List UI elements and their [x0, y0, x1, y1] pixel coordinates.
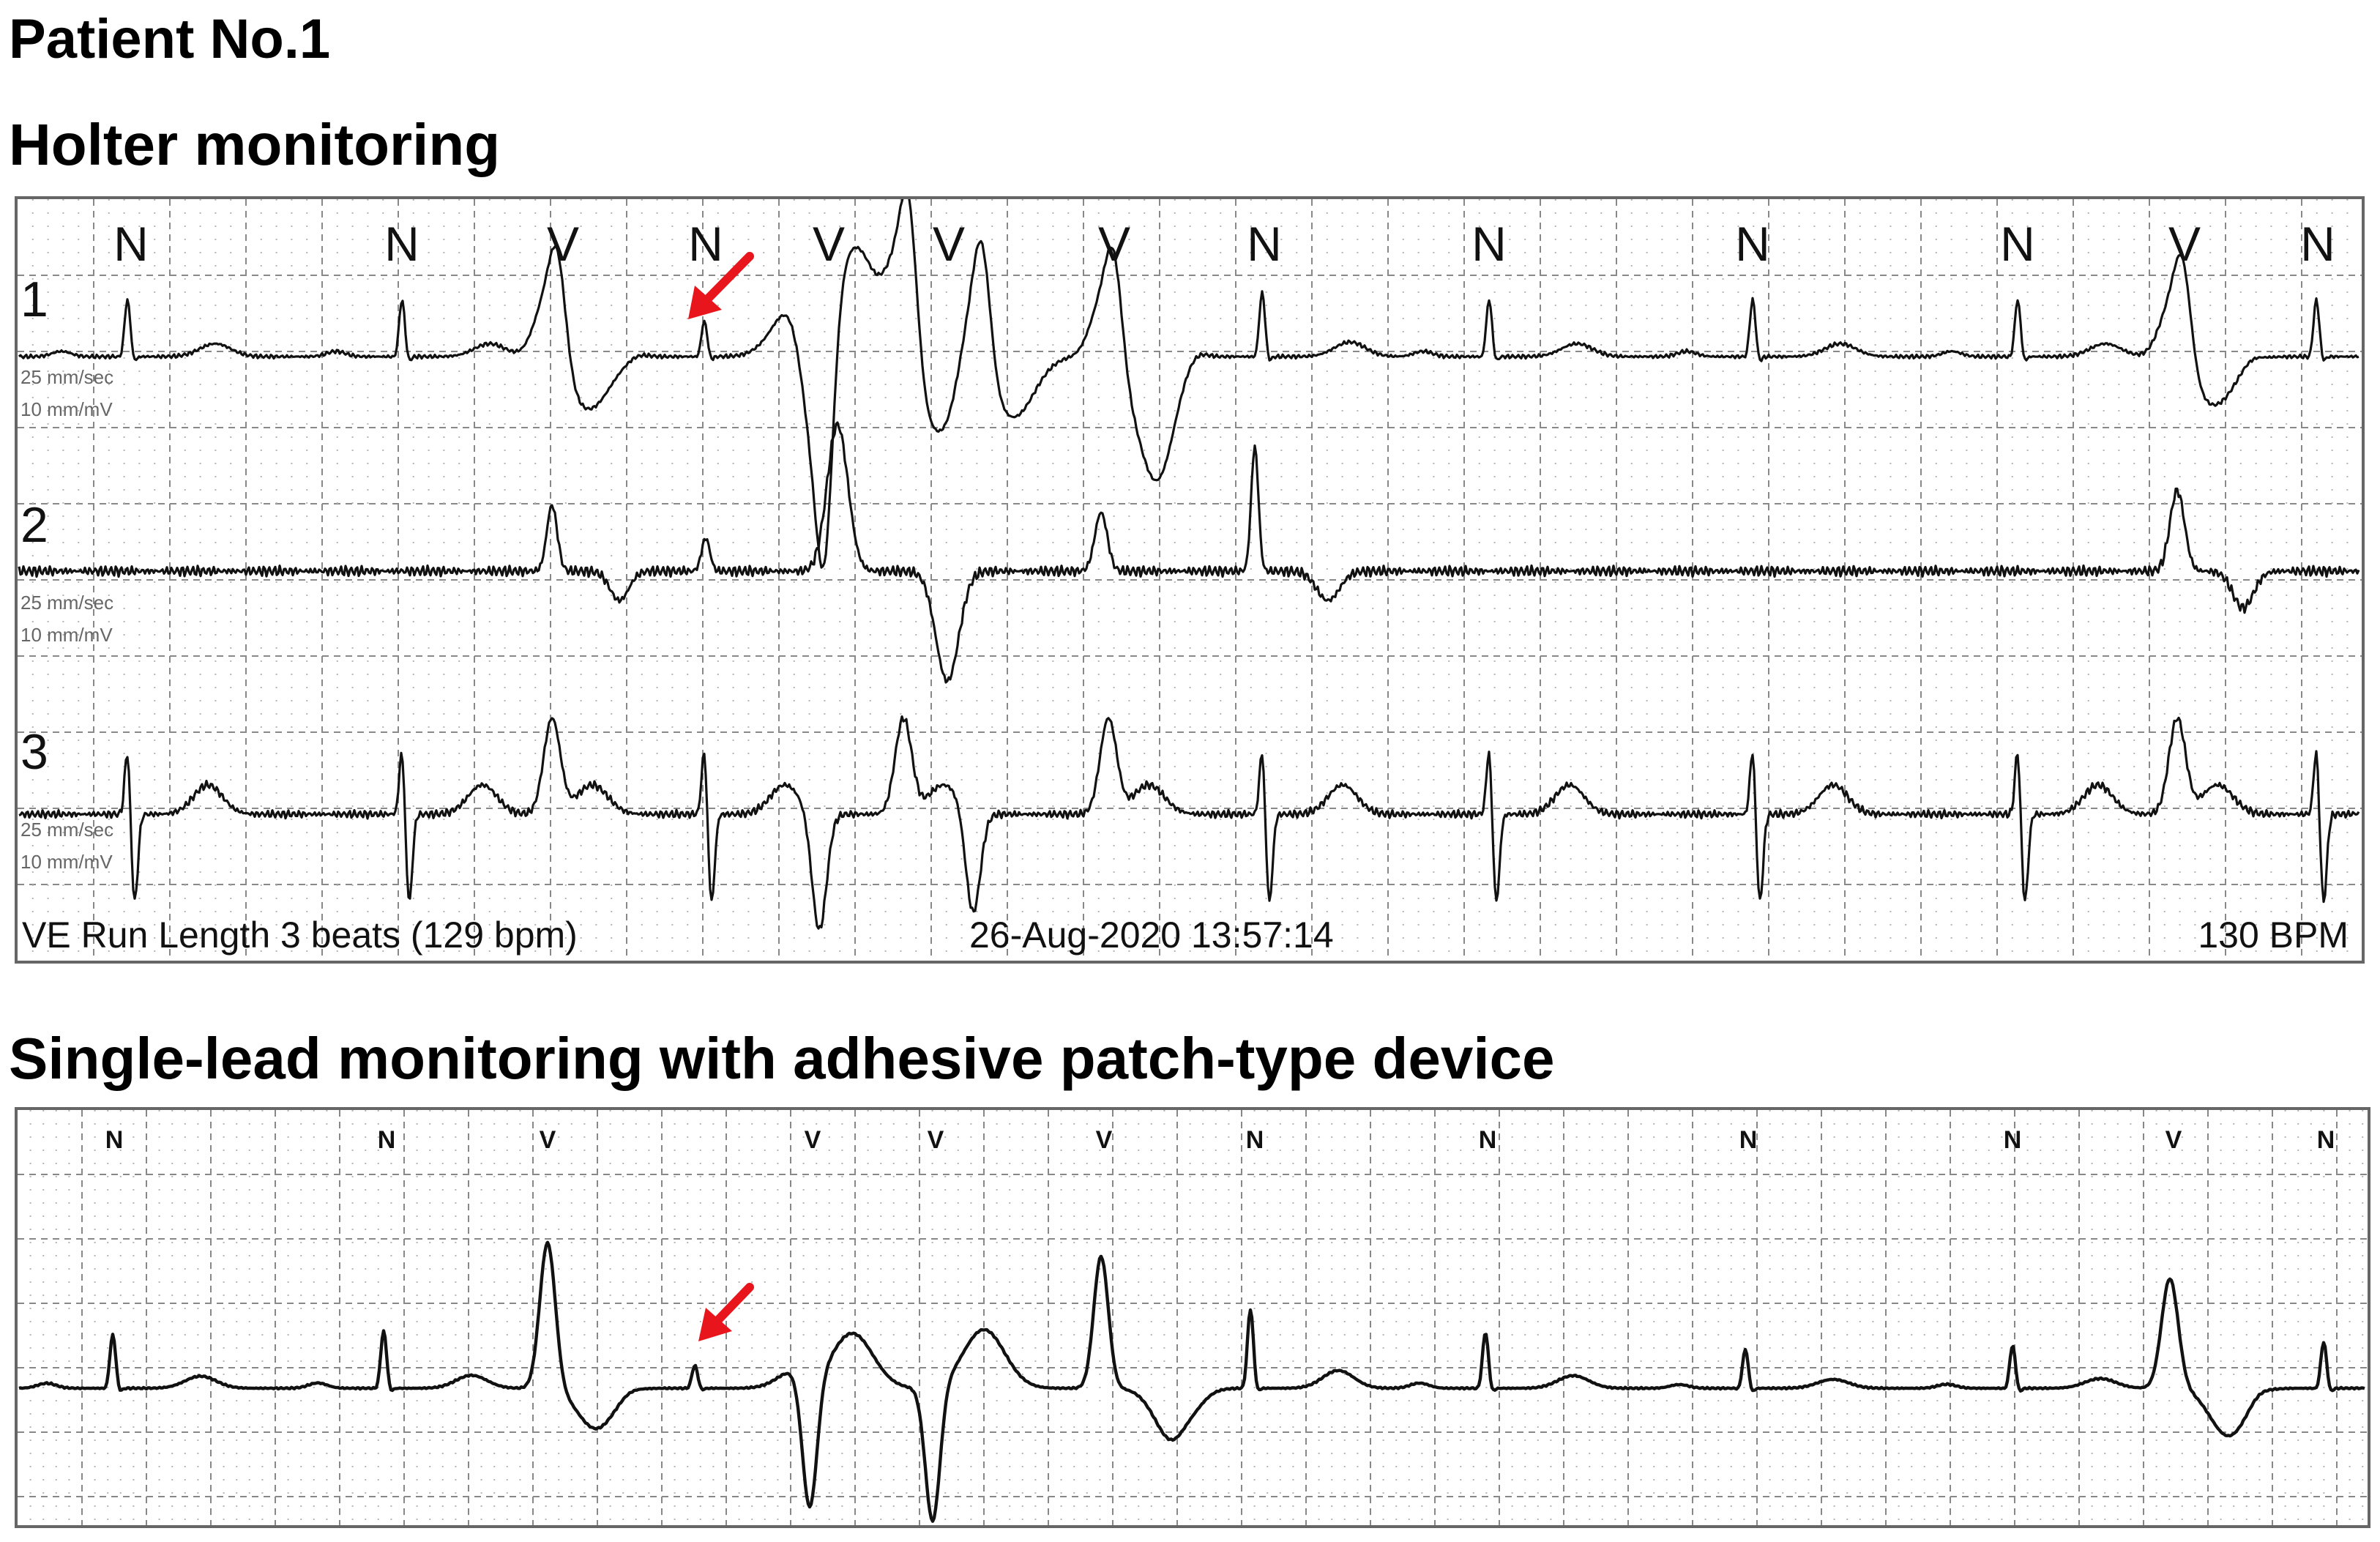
lead-2-trace	[18, 421, 2360, 684]
lead-2: 2 25 mm/sec 10 mm/mV	[20, 497, 113, 646]
holter-beat-label: N	[2000, 217, 2035, 271]
lead-3-gain: 10 mm/mV	[20, 851, 113, 873]
lead-1-number: 1	[20, 272, 48, 327]
lead-1-speed: 25 mm/sec	[20, 366, 113, 388]
lead-3-trace	[18, 715, 2360, 930]
patch-beat-label: N	[2004, 1126, 2022, 1154]
holter-beat-label: N	[113, 217, 149, 271]
patch-beat-label: V	[540, 1126, 556, 1154]
patch-beat-label: N	[1739, 1126, 1758, 1154]
patch-beat-label: N	[105, 1126, 124, 1154]
patch-grid	[18, 1110, 2368, 1525]
lead-1-gain: 10 mm/mV	[20, 398, 113, 420]
holter-event-label: VE Run Length 3 beats (129 bpm)	[22, 915, 578, 956]
patch-beat-label: N	[1479, 1126, 1497, 1154]
patch-beat-label: V	[2165, 1126, 2182, 1154]
holter-beat-label: N	[688, 217, 723, 271]
patch-beat-label: N	[378, 1126, 396, 1154]
lead-2-number: 2	[20, 497, 48, 553]
holter-beat-label: N	[2300, 217, 2335, 271]
patch-beat-label: N	[2317, 1126, 2335, 1154]
holter-beat-label: N	[384, 217, 419, 271]
patch-beat-label: N	[1246, 1126, 1264, 1154]
holter-beat-label: N	[1247, 217, 1282, 271]
holter-beat-label: V	[813, 217, 845, 271]
lead-3-number: 3	[20, 724, 48, 780]
lead-2-speed: 25 mm/sec	[20, 592, 113, 614]
lead-3: 3 25 mm/sec 10 mm/mV	[20, 724, 113, 873]
holter-beat-label: V	[933, 217, 965, 271]
red-arrow-icon	[688, 252, 754, 319]
patch-beat-label: V	[1096, 1126, 1113, 1154]
holter-section-title: Holter monitoring	[9, 112, 501, 177]
patch-trace	[18, 1240, 2365, 1523]
red-arrow-icon	[698, 1283, 754, 1341]
patch-beat-label: V	[805, 1126, 821, 1154]
holter-beat-label: N	[1471, 217, 1507, 271]
lead-2-gain: 10 mm/mV	[20, 624, 113, 646]
holter-beat-label: V	[547, 217, 579, 271]
holter-grid	[18, 199, 2362, 961]
patient-title: Patient No.1	[9, 8, 331, 70]
holter-timestamp: 26-Aug-2020 13:57:14	[969, 915, 1334, 956]
patch-section-title: Single-lead monitoring with adhesive pat…	[9, 1026, 1555, 1091]
lead-3-speed: 25 mm/sec	[20, 819, 113, 841]
lead-1: 1 25 mm/sec 10 mm/mV	[20, 272, 113, 420]
patch-beat-label: V	[928, 1126, 944, 1154]
holter-beat-label: N	[1735, 217, 1770, 271]
lead-1-trace	[18, 199, 2360, 569]
holter-heart-rate: 130 BPM	[2198, 915, 2349, 956]
holter-beat-label: V	[1098, 217, 1130, 271]
